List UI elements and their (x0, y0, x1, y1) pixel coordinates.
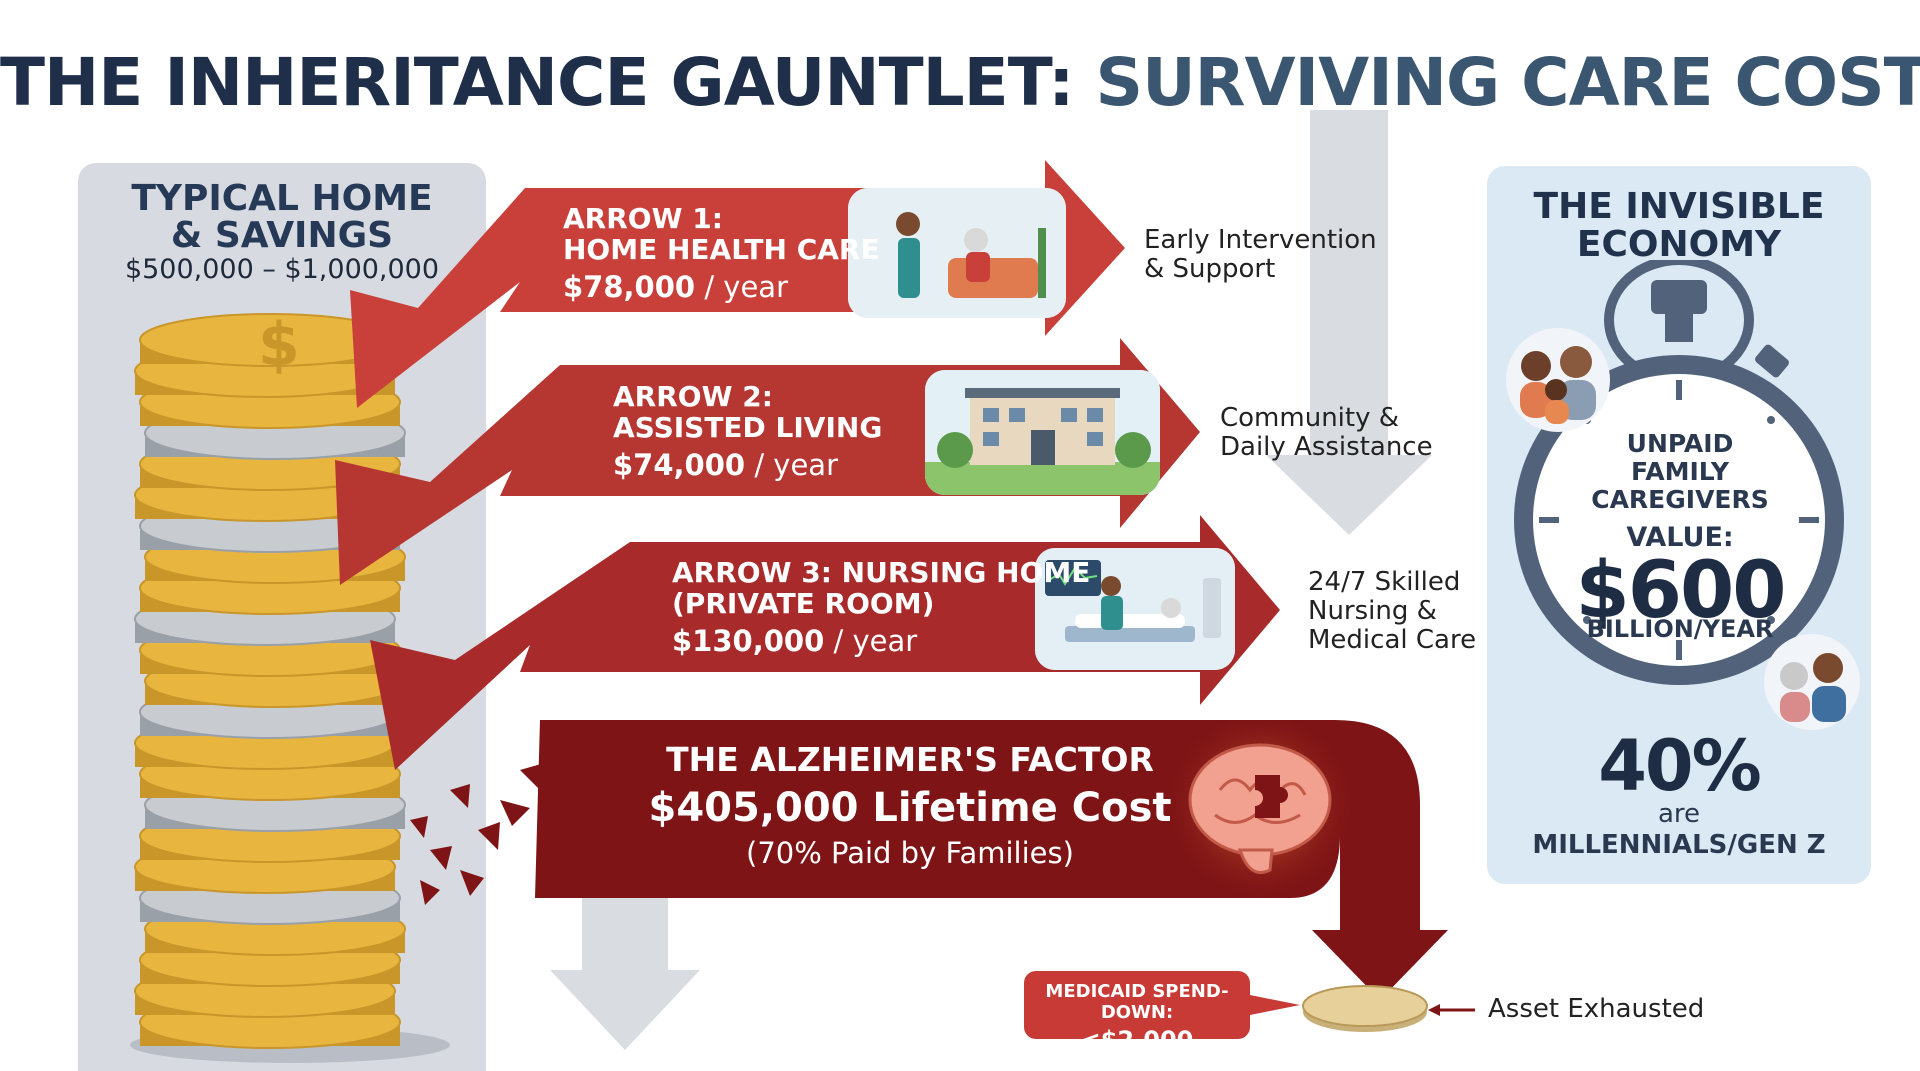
percent-group: MILLENNIALS/GEN Z (1532, 830, 1826, 860)
assisted-living-building-icon (925, 370, 1160, 495)
brain-puzzle-icon (1165, 720, 1355, 900)
arrow-2-label: ARROW 2: ASSISTED LIVING (613, 380, 883, 444)
savings-range: $500,000 – $1,000,000 (124, 254, 440, 285)
left-panel-title: TYPICAL HOME & SAVINGS (131, 178, 433, 256)
caregiver-value: $600 (1575, 546, 1786, 636)
home-care-scene-icon (848, 188, 1066, 318)
medicaid-badge: MEDICAID SPEND-DOWN: <$2,000 (1024, 971, 1250, 1054)
elderly-caregiver-avatar (1764, 634, 1860, 730)
nursing-home-image (1035, 548, 1235, 670)
arrow-2-cost: $74,000 / year (613, 448, 838, 482)
asset-exhausted-label: Asset Exhausted (1488, 994, 1705, 1024)
arrow-3-description: 24/7 Skilled Nursing & Medical Care (1308, 567, 1477, 655)
arrow-3-label: ARROW 3: NURSING HOME (PRIVATE ROOM) (672, 556, 1091, 620)
value-unit: BILLION/YEAR (1586, 615, 1774, 643)
right-panel-title: THE INVISIBLE ECONOMY (1533, 186, 1825, 265)
alzheimers-cost: $405,000 Lifetime Cost (648, 785, 1172, 831)
alzheimers-note: (70% Paid by Families) (746, 836, 1074, 870)
arrow-3-cost: $130,000 / year (672, 624, 918, 658)
arrow-1-label: ARROW 1: HOME HEALTH CARE (563, 202, 880, 266)
title-part1: THE INHERITANCE GAUNTLET: (0, 44, 1075, 121)
dollar-sign-icon: $ (258, 310, 300, 380)
page-title: THE INHERITANCE GAUNTLET: SURVIVING CARE… (0, 44, 1920, 121)
caregiver-family-avatar (1506, 328, 1610, 432)
alzheimers-title: THE ALZHEIMER'S FACTOR (666, 740, 1154, 779)
arrow-1-cost: $78,000 / year (563, 270, 788, 304)
title-part2: SURVIVING CARE COSTS (1095, 44, 1920, 121)
debris-fragments (410, 762, 548, 905)
stopwatch-icon (1514, 260, 1844, 685)
value-label: VALUE: (1626, 522, 1734, 553)
assisted-living-image (925, 370, 1160, 495)
home-health-care-image (848, 188, 1066, 318)
percent-stat: 40% (1598, 725, 1762, 807)
coin-stack-illustration: $ (130, 310, 450, 1063)
arrow-1-description: Early Intervention & Support (1144, 225, 1377, 284)
arrow-2-description: Community & Daily Assistance (1220, 403, 1433, 462)
hospital-bed-icon (1035, 548, 1235, 670)
percent-are: are (1657, 799, 1701, 829)
stopwatch-label: UNPAID FAMILY CAREGIVERS (1591, 429, 1769, 514)
